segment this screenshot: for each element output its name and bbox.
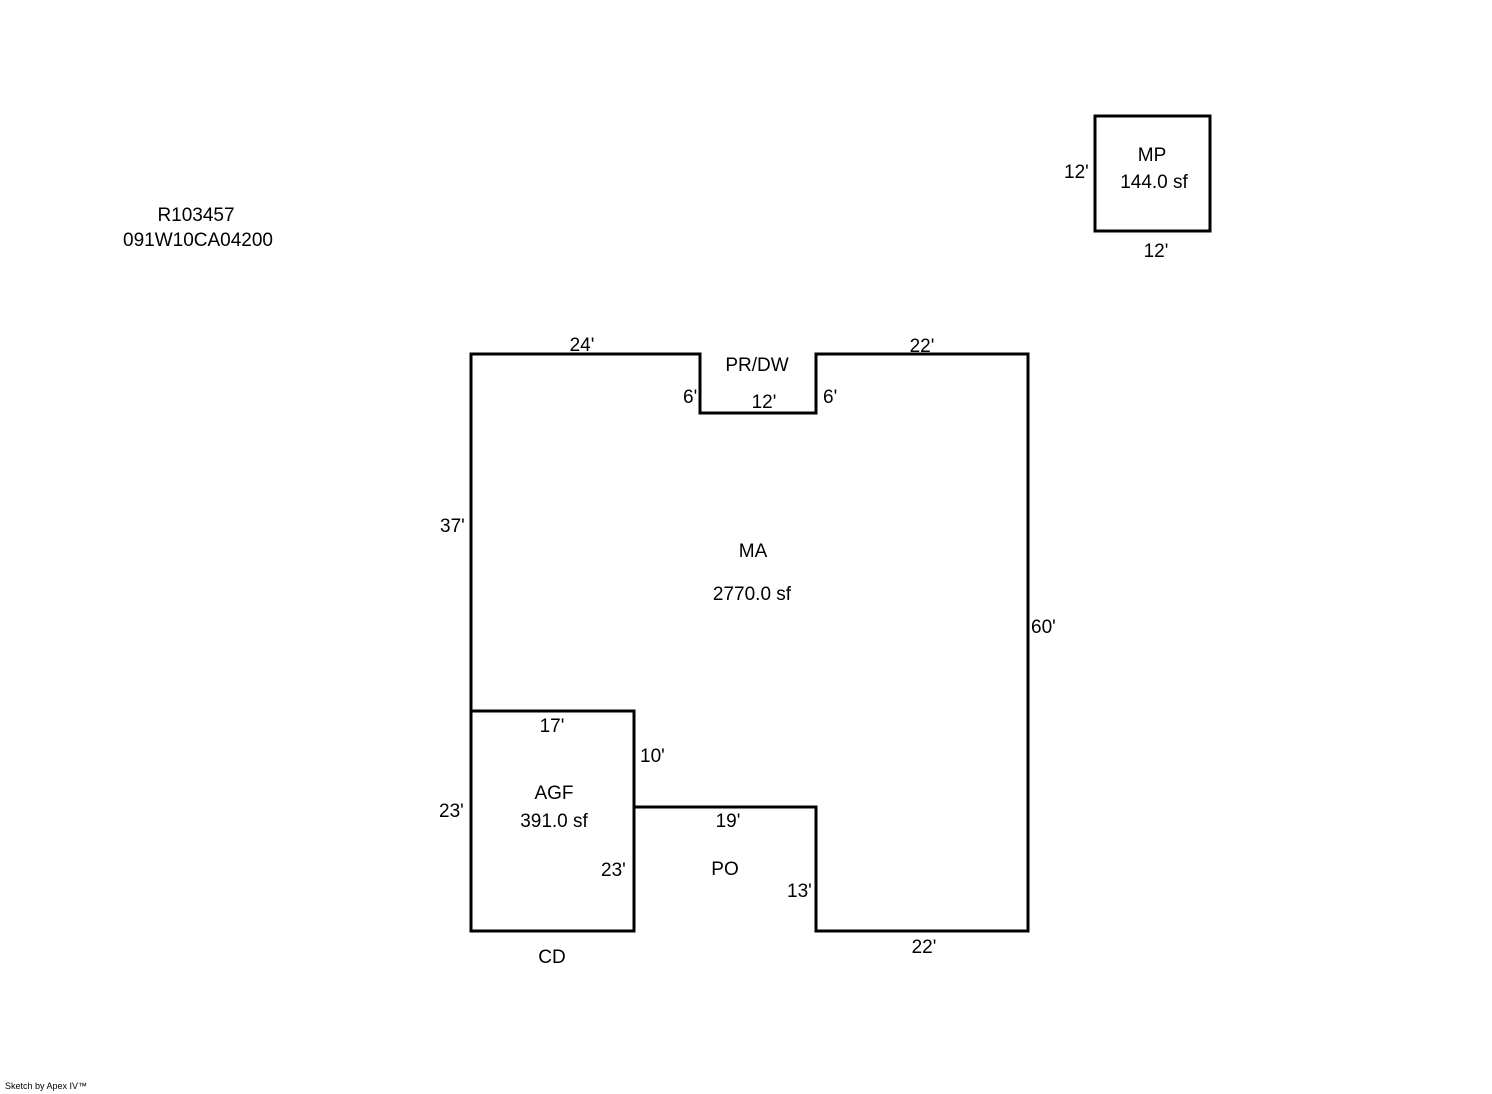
mp-code: MP xyxy=(1137,145,1167,166)
ma-code: MA xyxy=(738,541,768,562)
ma-left-dimension: 37' xyxy=(440,516,465,537)
ma-outline xyxy=(469,352,1030,933)
notch-bottom-dimension: 12' xyxy=(751,392,777,413)
agf-right-dimension: 23' xyxy=(601,860,626,881)
ma-top-left-dimension: 24' xyxy=(569,335,595,356)
notch-left-dimension: 6' xyxy=(683,387,698,408)
ma-bottom-dimension: 22' xyxy=(911,937,937,958)
agf-right-upper-dimension: 10' xyxy=(640,746,665,767)
sketch-credit: Sketch by Apex IV™ xyxy=(5,1081,88,1091)
agf-left-dimension: 23' xyxy=(439,801,464,822)
agf-area: 391.0 sf xyxy=(520,811,588,832)
mp-area: 144.0 sf xyxy=(1120,172,1188,193)
map-number: 091W10CA04200 xyxy=(123,230,273,251)
po-code: PO xyxy=(711,859,739,880)
ma-area: 2770.0 sf xyxy=(712,584,792,605)
agf-code: AGF xyxy=(534,783,574,804)
ma-top-right-dimension: 22' xyxy=(909,336,935,357)
agf-top-dimension: 17' xyxy=(539,716,565,737)
parcel-id: R103457 xyxy=(157,205,235,226)
mp-left-dimension: 12' xyxy=(1064,162,1089,183)
cd-code: CD xyxy=(538,947,566,968)
prdw-code: PR/DW xyxy=(725,355,789,376)
ma-right-dimension: 60' xyxy=(1031,617,1056,638)
mp-outline xyxy=(1093,114,1212,233)
po-right-dimension: 13' xyxy=(787,881,812,902)
po-top-dimension: 19' xyxy=(715,811,741,832)
agf-outline xyxy=(471,709,636,807)
mp-bottom-dimension: 12' xyxy=(1143,241,1169,262)
notch-right-dimension: 6' xyxy=(823,387,838,408)
